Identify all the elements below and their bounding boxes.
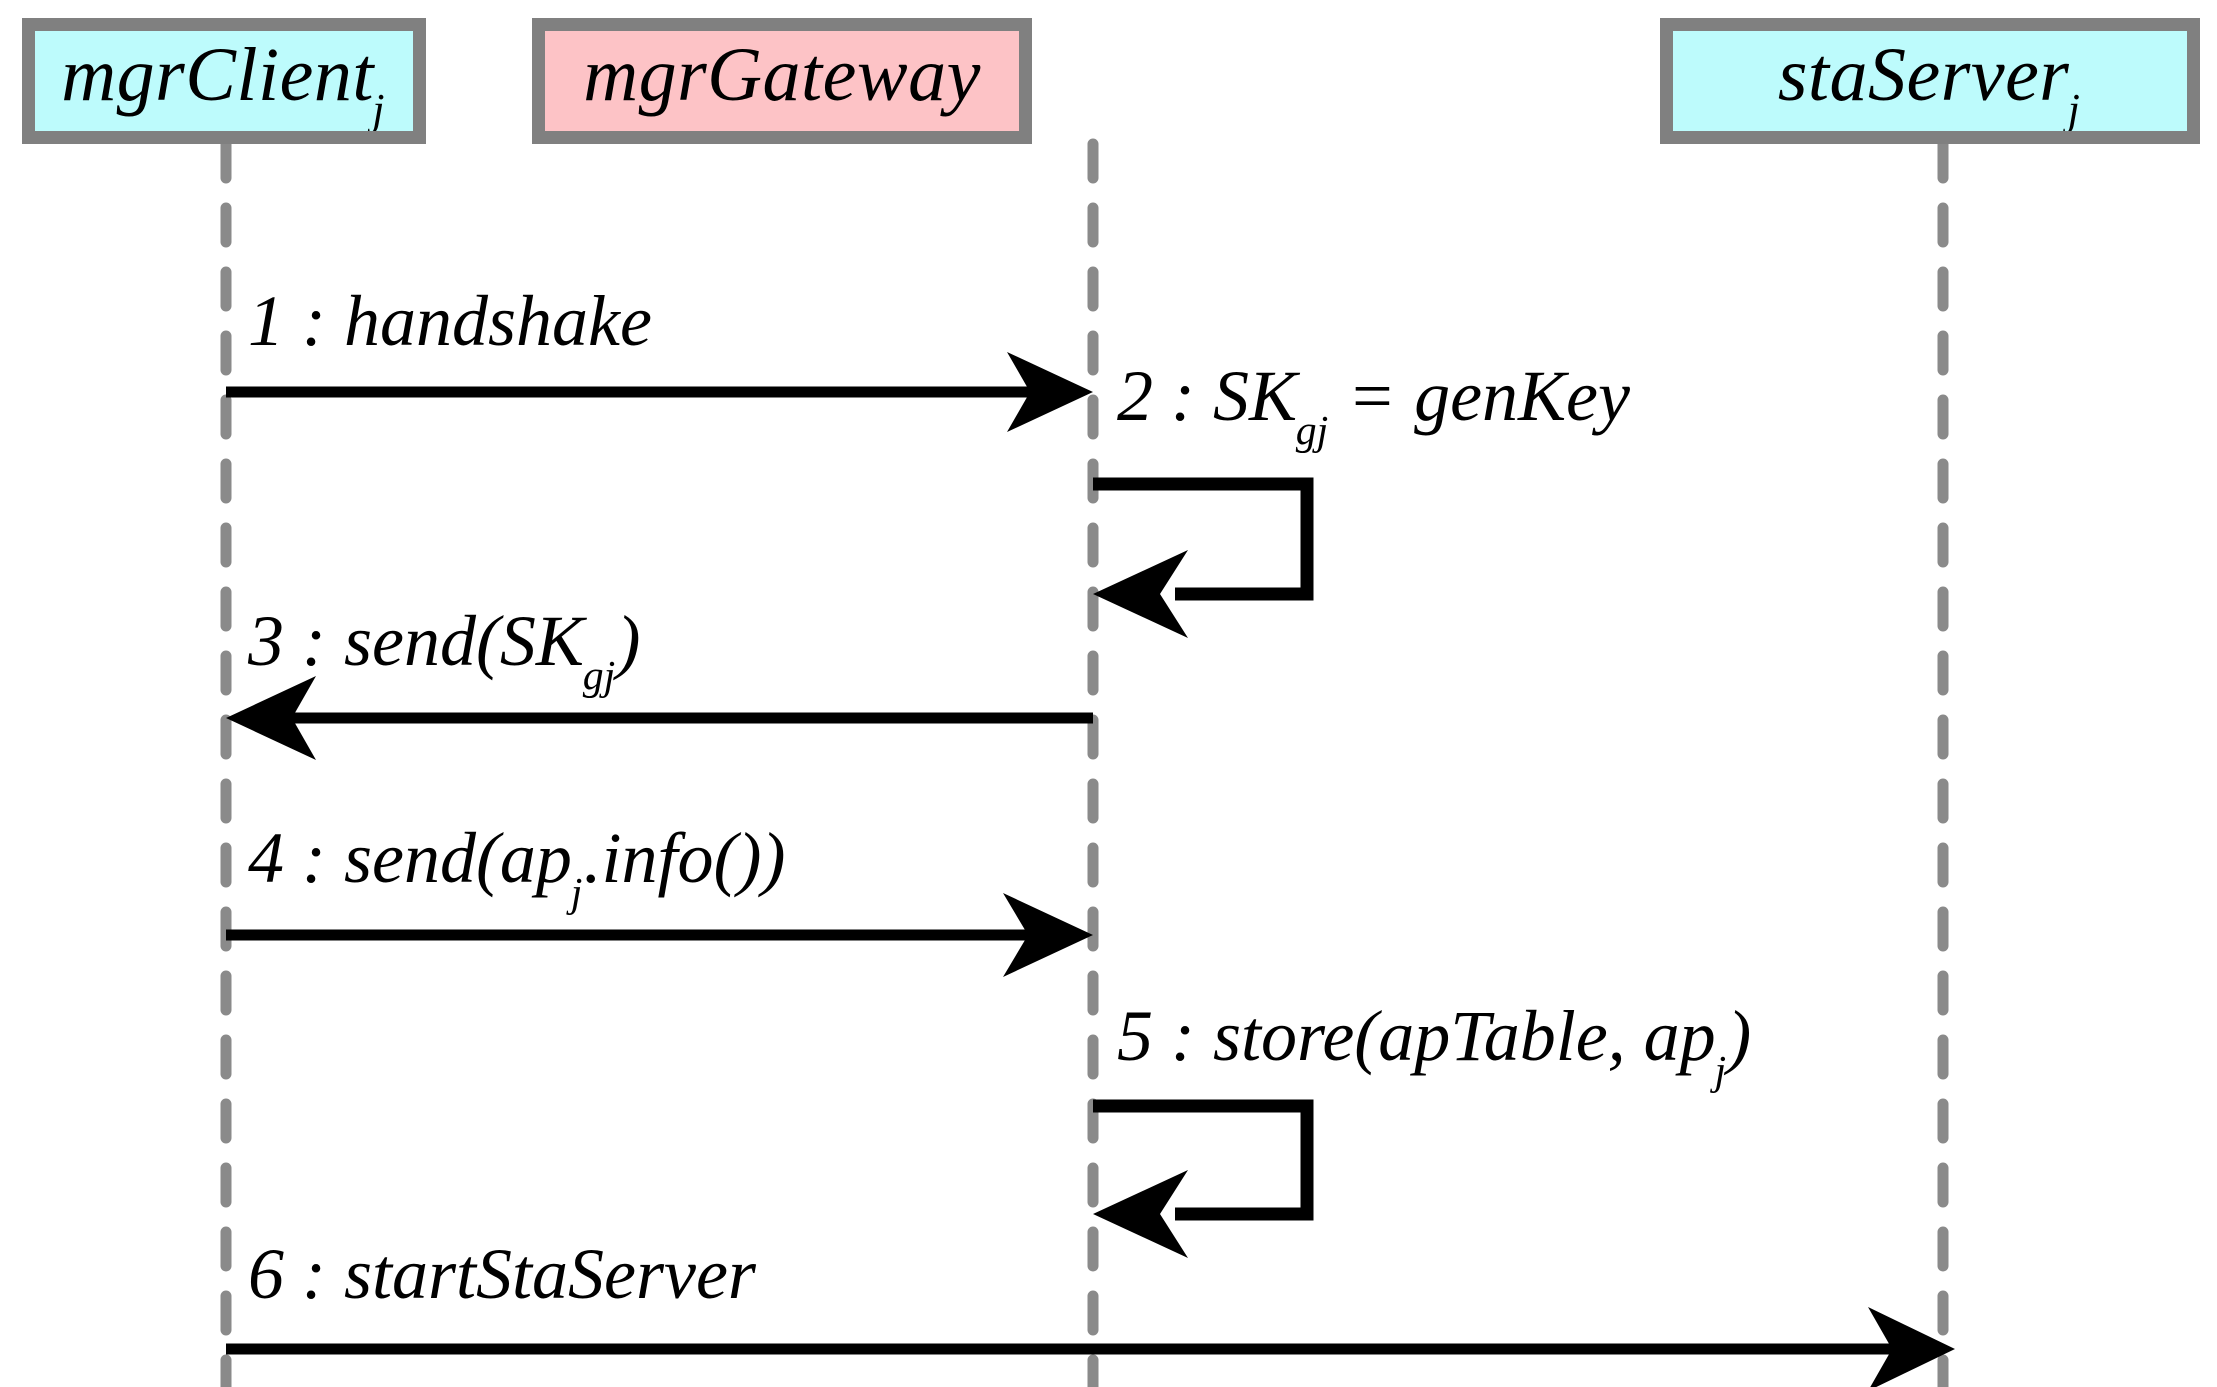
- message-arrow-2-self: [1093, 477, 1314, 638]
- message-arrow-5-self: [1093, 1099, 1314, 1258]
- participant-label-mgr-gateway: mgrGateway: [583, 33, 981, 118]
- message-label-5: 5 : store(apTable, apj): [1117, 996, 1752, 1094]
- message-label-3: 3 : send(SKgj): [248, 601, 641, 699]
- message-label-4: 4 : send(apj.info()): [248, 818, 786, 916]
- message-label-6: 6 : startStaServer: [248, 1234, 756, 1314]
- message-label-2: 2 : SKgj = genKey: [1117, 356, 1630, 454]
- participant-label-mgr-client: mgrClientj: [61, 33, 385, 135]
- participant-label-sta-server: staServerj: [1777, 33, 2081, 135]
- participant-box-mgr-gateway[interactable]: mgrGateway: [532, 18, 1032, 144]
- message-arrow-3: [226, 676, 1093, 760]
- message-label-1: 1 : handshake: [248, 281, 652, 361]
- message-arrow-1: [226, 352, 1093, 432]
- lifelines-group: [220, 138, 1949, 1387]
- message-arrow-4: [226, 893, 1093, 977]
- participant-box-sta-server[interactable]: staServerj: [1660, 18, 2200, 144]
- message-arrow-6: [226, 1307, 1955, 1387]
- participant-box-mgr-client[interactable]: mgrClientj: [22, 18, 426, 144]
